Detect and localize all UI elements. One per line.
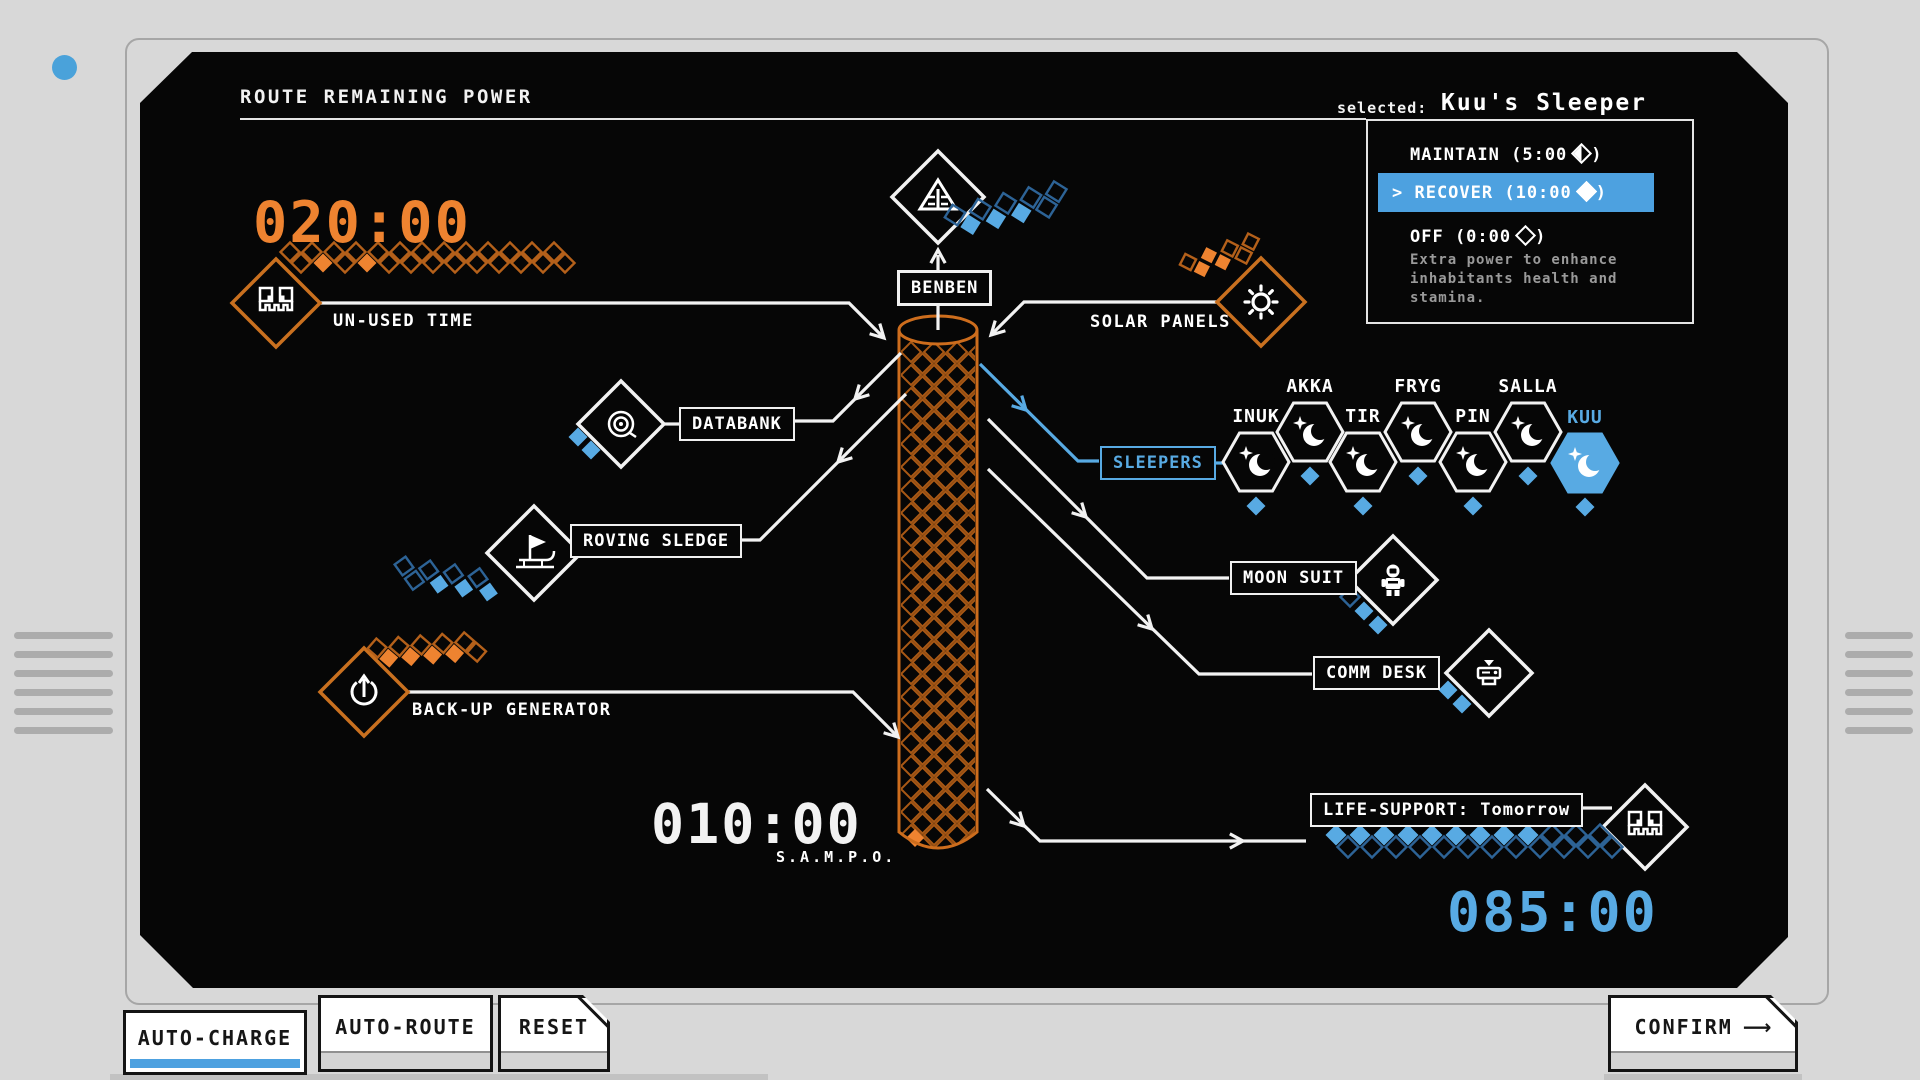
sleeper-diamond-kuu (1575, 497, 1595, 517)
moon-icon (1568, 447, 1604, 477)
moon-icon (1239, 446, 1275, 476)
selected-value: Kuu's Sleeper (1441, 90, 1648, 116)
disc-icon (607, 410, 637, 439)
databank-label-box[interactable]: DATABANK (679, 407, 795, 441)
button-shadow-band-right (1604, 1074, 1802, 1080)
pyramid-icon (917, 177, 959, 211)
sleeper-label-salla: SALLA (1498, 376, 1558, 397)
comm-desk-node[interactable] (1443, 627, 1535, 719)
auto-route-button[interactable]: AUTO-ROUTE (318, 995, 493, 1072)
sun-icon (1243, 284, 1279, 320)
sleeper-hex-kuu[interactable] (1550, 432, 1620, 494)
route-lines (320, 246, 1612, 850)
reset-button[interactable]: RESET (498, 995, 610, 1072)
sleeper-hex-fryg[interactable] (1383, 401, 1453, 463)
menu-option-off[interactable]: OFF (0:00) (1410, 224, 1546, 247)
sampo-label: S.A.M.P.O. (776, 848, 897, 866)
moon-icon (1293, 416, 1329, 446)
sleeper-diamond-tir (1353, 496, 1373, 516)
empty-diamond-icon (1515, 224, 1537, 247)
astronaut-icon (1381, 564, 1405, 596)
life-support-timer: 085:00 (1447, 880, 1658, 944)
databank-node[interactable] (575, 378, 667, 470)
sampo-timer: 010:00 (651, 792, 862, 856)
sleeper-label-kuu: KUU (1567, 407, 1603, 428)
life-support-node[interactable] (1600, 782, 1690, 872)
meter-unused-time (278, 240, 577, 275)
life-support-label-box[interactable]: LIFE-SUPPORT: Tomorrow (1310, 793, 1584, 827)
printer-icon (1476, 660, 1502, 686)
roving-sledge-label-box[interactable]: ROVING SLEDGE (570, 524, 743, 558)
sleeper-label-tir: TIR (1345, 406, 1381, 427)
sleeper-diamond-inuk (1246, 496, 1266, 516)
sleeper-diamond-pin (1463, 496, 1483, 516)
sleeper-label-inuk: INUK (1232, 406, 1280, 427)
unused-time-node[interactable] (229, 256, 323, 350)
moon-icon (1346, 446, 1382, 476)
confirm-button[interactable]: CONFIRM ⟶ (1608, 995, 1798, 1072)
menu-option-recover[interactable]: > RECOVER (10:00) (1378, 173, 1654, 212)
sleeper-hex-tir[interactable] (1328, 431, 1398, 493)
sleeper-diamond-salla (1518, 466, 1538, 486)
solar-panels-node[interactable] (1214, 255, 1308, 349)
moon-icon (1401, 416, 1437, 446)
right-arrow-icon: ⟶ (1742, 1015, 1772, 1039)
power-mode-menu: MAINTAIN (5:00) > RECOVER (10:00) OFF (0… (1366, 119, 1694, 324)
sledge-icon (516, 535, 556, 569)
comm-desk-label-box[interactable]: COMM DESK (1313, 656, 1441, 690)
sleeper-hex-akka[interactable] (1275, 401, 1345, 463)
sleepers-label-box[interactable]: SLEEPERS (1100, 446, 1216, 480)
solar-panels-label: SOLAR PANELS (1090, 312, 1231, 332)
moon-icon (1456, 446, 1492, 476)
sleeper-hex-inuk[interactable] (1221, 431, 1291, 493)
selected-strip (130, 1059, 300, 1068)
sampo-cylinder[interactable] (897, 314, 990, 857)
sleeper-label-fryg: FRYG (1394, 376, 1442, 397)
half-diamond-icon (1571, 142, 1593, 165)
unused-time-label: UN-USED TIME (333, 311, 474, 331)
meter-databank (568, 427, 601, 460)
skull-icon (1627, 810, 1663, 836)
vent-grille-left (14, 632, 113, 734)
menu-option-maintain[interactable]: MAINTAIN (5:00) (1410, 142, 1603, 165)
sleeper-hex-salla[interactable] (1493, 401, 1563, 463)
meter-backup-generator (365, 630, 488, 668)
sleeper-label-akka: AKKA (1286, 376, 1334, 397)
filled-diamond-icon (1575, 180, 1597, 203)
meter-comm-desk (1438, 680, 1472, 714)
page-title: ROUTE REMAINING POWER (240, 86, 533, 108)
skull-icon (258, 286, 294, 312)
backup-generator-node[interactable] (317, 645, 411, 739)
roving-sledge-node[interactable] (484, 503, 584, 603)
title-rule (240, 118, 1366, 120)
power-led-icon (52, 55, 77, 80)
sleeper-label-pin: PIN (1455, 406, 1491, 427)
meter-benben (943, 179, 1069, 235)
meter-roving-sledge (392, 554, 498, 602)
auto-charge-button[interactable]: AUTO-CHARGE (123, 1010, 307, 1075)
button-shadow-band-left (110, 1074, 768, 1080)
moon-icon (1511, 416, 1547, 446)
moon-suit-node[interactable] (1346, 533, 1440, 627)
unused-time-timer: 020:00 (253, 190, 471, 256)
power-icon (350, 673, 378, 706)
selected-label: selected: (1337, 99, 1428, 117)
meter-solar-panels (1178, 231, 1261, 278)
moon-suit-label-box[interactable]: MOON SUIT (1230, 561, 1358, 595)
screen-frame (125, 38, 1829, 1005)
sleeper-diamond-fryg (1408, 466, 1428, 486)
vent-grille-right (1845, 632, 1913, 734)
benben-label-box[interactable]: BENBEN (897, 270, 993, 306)
meter-life-support (1325, 822, 1625, 860)
sleeper-diamond-akka (1300, 466, 1320, 486)
menu-description: Extra power to enhance inhabitants healt… (1410, 252, 1618, 306)
sleeper-hex-pin[interactable] (1438, 431, 1508, 493)
backup-generator-label: BACK-UP GENERATOR (412, 700, 612, 720)
